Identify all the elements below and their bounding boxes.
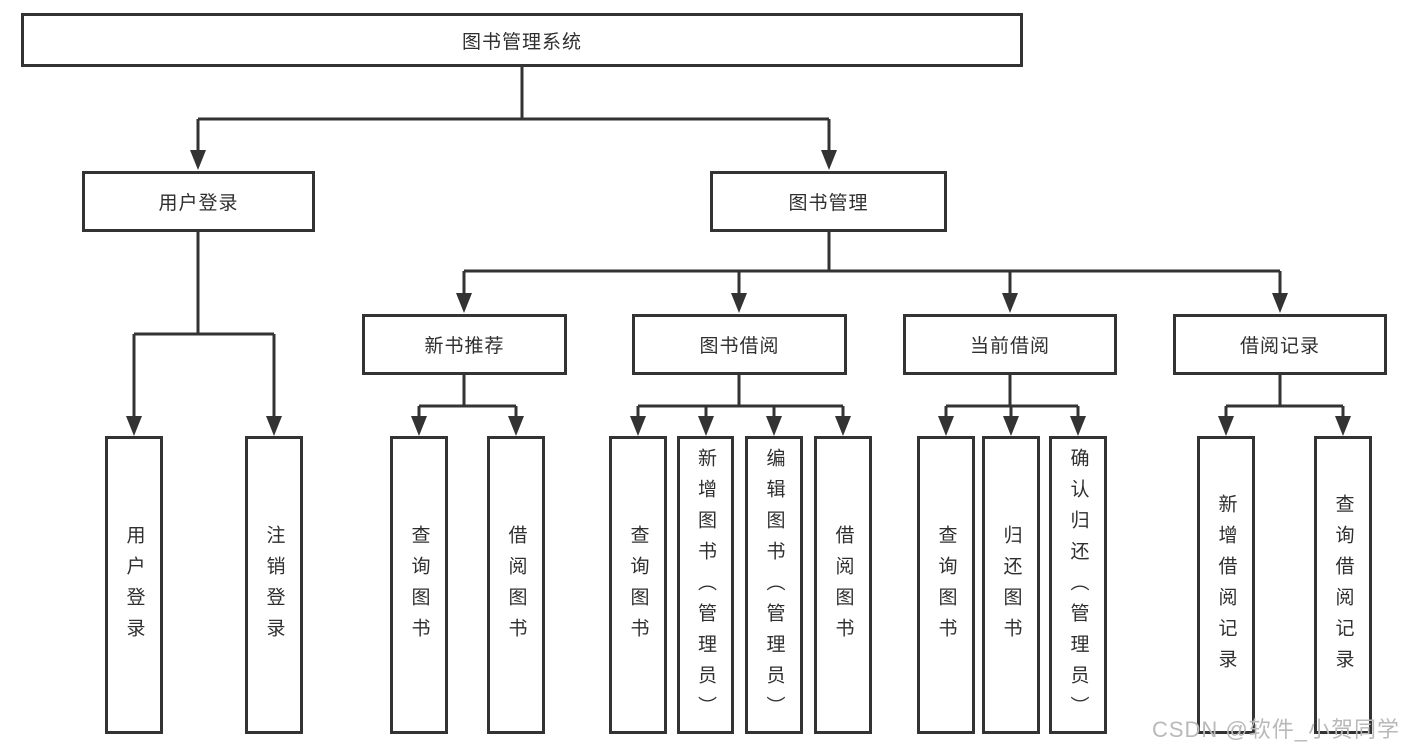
- node-book-management-branch: 图书管理: [710, 171, 947, 232]
- node-book-management-system: 图书管理系统: [21, 13, 1023, 67]
- csdn-watermark: CSDN @软件_小贺同学: [1151, 717, 1400, 742]
- node-leaf-edit-books-admin: 编辑图书（管理员）: [745, 436, 803, 734]
- node-leaf-add-borrow-record: 新增借阅记录: [1197, 436, 1255, 734]
- node-user-login-branch: 用户登录: [82, 171, 315, 232]
- node-leaf-user-login: 用户登录: [105, 436, 163, 734]
- node-leaf-borrow-books-2: 借阅图书: [814, 436, 872, 734]
- node-leaf-add-books-admin: 新增图书（管理员）: [677, 436, 734, 734]
- node-borrowing-records: 借阅记录: [1173, 314, 1387, 375]
- node-leaf-return-books: 归还图书: [982, 436, 1040, 734]
- node-new-book-recommendation: 新书推荐: [362, 314, 567, 375]
- node-current-borrowing: 当前借阅: [903, 314, 1117, 375]
- node-leaf-query-books-3: 查询图书: [917, 436, 975, 734]
- node-leaf-query-books-2: 查询图书: [609, 436, 667, 734]
- node-leaf-borrow-books-1: 借阅图书: [487, 436, 545, 734]
- node-leaf-confirm-return-admin: 确认归还（管理员）: [1049, 436, 1107, 734]
- node-leaf-logout: 注销登录: [245, 436, 303, 734]
- node-book-borrowing: 图书借阅: [632, 314, 847, 375]
- node-leaf-query-borrow-record: 查询借阅记录: [1314, 436, 1372, 734]
- node-leaf-query-books-1: 查询图书: [390, 436, 448, 734]
